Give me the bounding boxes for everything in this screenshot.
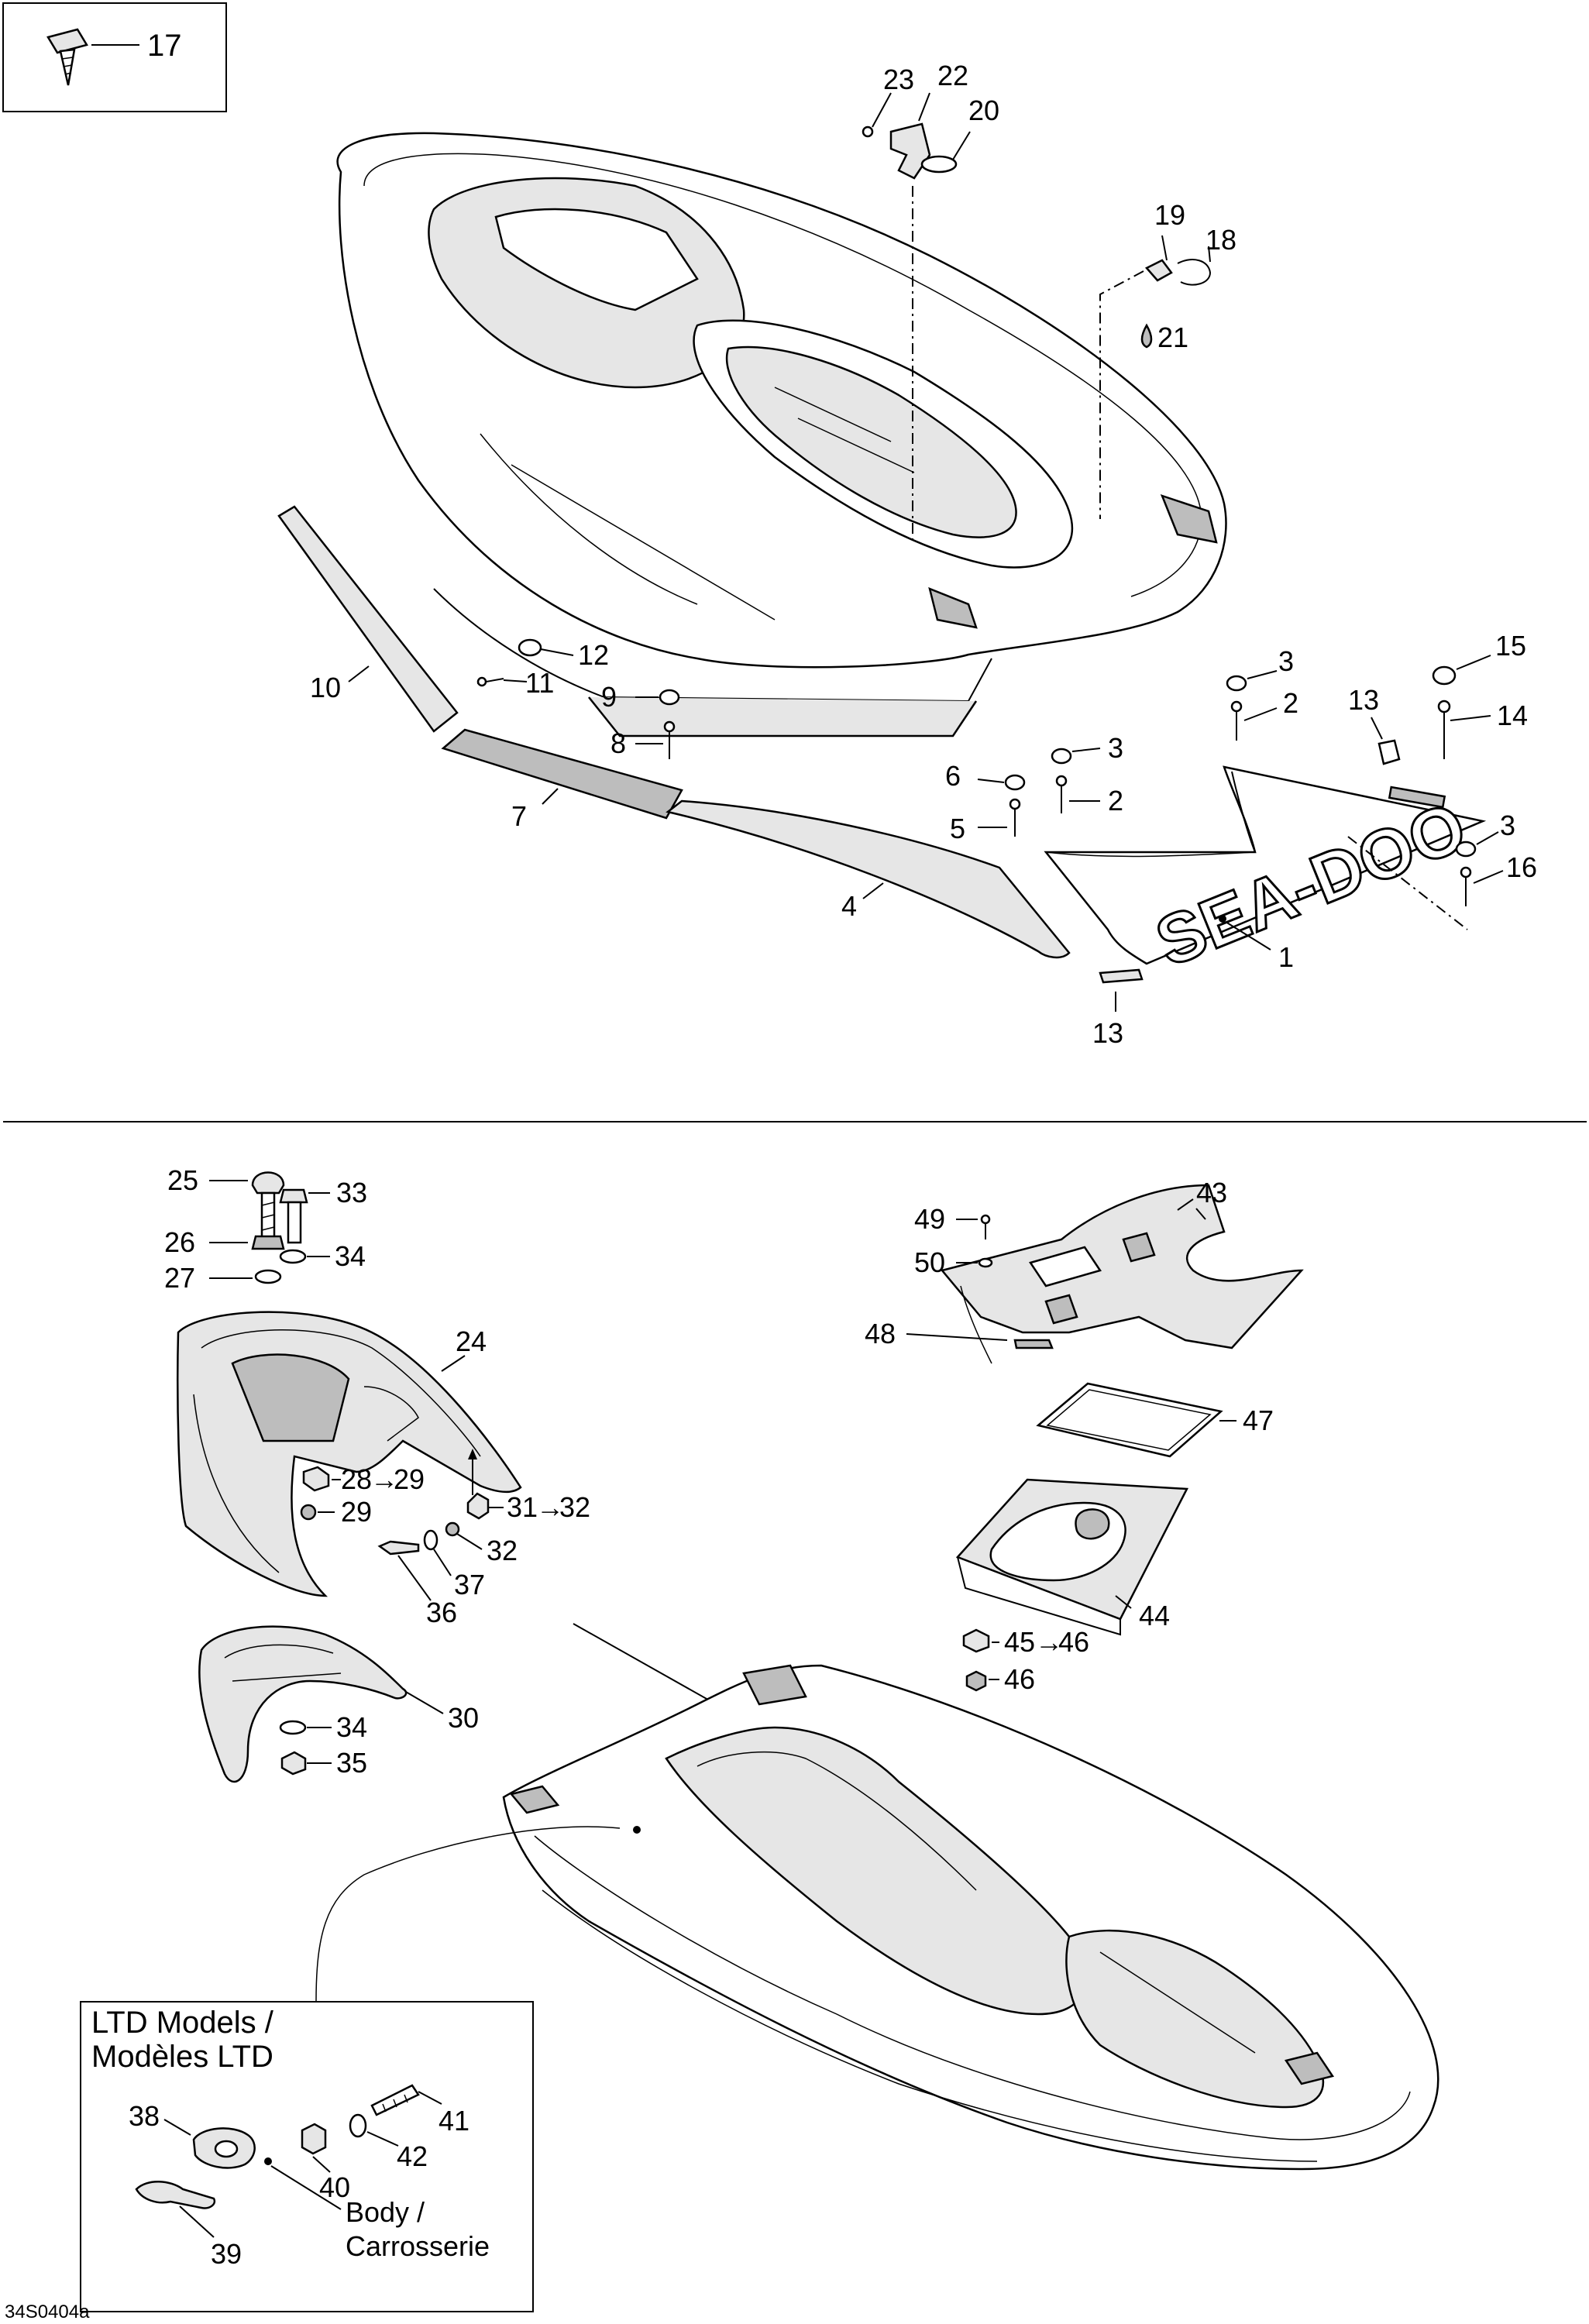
- bracket-group-20-23: 23 22 20: [862, 60, 999, 542]
- callout-30: 30: [448, 1702, 479, 1734]
- callout-2-right: 2: [1283, 687, 1298, 719]
- push-rivet-2-3-right: 3 2: [1226, 645, 1298, 741]
- hull-top-view: [336, 132, 1227, 737]
- callout-29-ref: 29: [394, 1463, 425, 1495]
- rubber-bumper-13-lower: 13: [1092, 968, 1144, 1049]
- callout-17: 17: [147, 29, 182, 63]
- callout-27: 27: [164, 1262, 195, 1294]
- inset-body-line2: Carrosserie: [346, 2230, 490, 2262]
- storage-bin-44: 44: [955, 1478, 1188, 1636]
- screw-legend-box: 17: [2, 2, 227, 112]
- push-rivet-2-3-mid: 3 2: [1051, 732, 1123, 816]
- arrow-28-29: →: [370, 1463, 398, 1495]
- ltd-models-inset: LTD Models / Modèles LTD 38 39 Body / Ca…: [80, 2001, 534, 2312]
- gasket-47: 47: [1036, 1382, 1274, 1458]
- inset-body-line1: Body /: [346, 2196, 425, 2228]
- callout-49: 49: [914, 1203, 945, 1235]
- callout-13-upper: 13: [1348, 684, 1379, 716]
- clip-group-18-21: 19 18 21: [1099, 199, 1236, 519]
- callout-46-ref: 46: [1058, 1626, 1089, 1658]
- callout-21: 21: [1157, 321, 1188, 353]
- callout-41: 41: [439, 2105, 469, 2137]
- callout-9: 9: [601, 681, 617, 713]
- callout-20: 20: [968, 95, 999, 126]
- callout-4: 4: [841, 890, 857, 922]
- hull-front-view: [315, 1664, 1439, 2171]
- push-rivet-14-15: 15 14: [1432, 630, 1528, 759]
- callout-3-right: 3: [1278, 645, 1294, 677]
- callout-11: 11: [525, 667, 554, 699]
- callout-38: 38: [129, 2100, 160, 2132]
- callout-16: 16: [1506, 851, 1537, 883]
- washer-34-nut-35: 34 35: [279, 1711, 367, 1779]
- callout-8: 8: [610, 727, 626, 759]
- nut-28-29: 28 → 29 29: [300, 1463, 425, 1528]
- callout-32-ref: 32: [559, 1491, 590, 1523]
- callout-42: 42: [397, 2140, 428, 2172]
- rubber-bumper-13-upper: 13: [1348, 684, 1401, 765]
- callout-7: 7: [511, 800, 527, 832]
- callout-36: 36: [426, 1597, 457, 1628]
- callout-12: 12: [578, 639, 609, 671]
- push-rivet-8-9: 9 8: [601, 681, 680, 759]
- arrow-31-32: →: [536, 1491, 564, 1523]
- bolt-33-washer-34: 33 34: [279, 1177, 367, 1272]
- callout-15: 15: [1495, 630, 1526, 662]
- foot-pad-7: 7: [441, 728, 683, 832]
- handle-bracket-30: 30: [198, 1625, 479, 1783]
- callout-29: 29: [341, 1496, 372, 1528]
- callout-37: 37: [454, 1569, 485, 1600]
- callout-10: 10: [310, 672, 341, 703]
- document-code: 34S0404a: [5, 2302, 90, 2322]
- callout-50: 50: [914, 1246, 945, 1278]
- callout-40: 40: [319, 2171, 350, 2203]
- callout-28: 28: [341, 1463, 372, 1495]
- push-rivet-5-6: 6 5: [945, 760, 1026, 844]
- callout-25: 25: [167, 1164, 198, 1196]
- side-strip-10: 10: [277, 505, 459, 733]
- callout-45: 45: [1004, 1626, 1035, 1658]
- callout-13-lower: 13: [1092, 1017, 1123, 1049]
- callout-47: 47: [1243, 1404, 1274, 1436]
- callout-24: 24: [456, 1325, 487, 1357]
- callout-43: 43: [1196, 1177, 1227, 1208]
- nut-45-46: 45 → 46 46: [962, 1626, 1089, 1695]
- foot-pad-4: 4: [666, 799, 1071, 959]
- callout-33: 33: [336, 1177, 367, 1208]
- callout-22: 22: [937, 60, 968, 91]
- callout-2-mid: 2: [1108, 785, 1123, 816]
- arrow-45-46: →: [1035, 1626, 1063, 1658]
- storage-tray-43: 49 50 43 48: [865, 1177, 1304, 1364]
- screw-icon: [46, 28, 88, 86]
- callout-26: 26: [164, 1226, 195, 1258]
- push-rivet-3-16: 3 16: [1455, 810, 1537, 906]
- fastener-group-31-37: 31 → 32 32 37 36: [377, 1449, 590, 1628]
- callout-44: 44: [1139, 1600, 1170, 1631]
- handle-shroud-24: 24: [177, 1311, 522, 1597]
- callout-35: 35: [336, 1747, 367, 1779]
- callout-3-mid: 3: [1108, 732, 1123, 764]
- callout-32: 32: [487, 1535, 518, 1566]
- callout-23: 23: [883, 64, 914, 95]
- inset-title-line2: Modèles LTD: [91, 2040, 273, 2074]
- bolt-stack-25-27: 25 26 27: [164, 1164, 285, 1294]
- callout-6: 6: [945, 760, 961, 792]
- callout-34-upper: 34: [335, 1240, 366, 1272]
- callout-31: 31: [507, 1491, 538, 1523]
- callout-39: 39: [211, 2238, 242, 2270]
- callout-3-far: 3: [1500, 810, 1515, 841]
- fastener-group-11-12: 12 11: [476, 638, 609, 699]
- inset-title-line1: LTD Models /: [91, 2006, 274, 2040]
- callout-48: 48: [865, 1318, 896, 1349]
- callout-46: 46: [1004, 1663, 1035, 1695]
- callout-34-lower: 34: [336, 1711, 367, 1743]
- callout-14: 14: [1497, 700, 1528, 731]
- callout-19: 19: [1154, 199, 1185, 231]
- callout-18: 18: [1206, 224, 1236, 256]
- callout-1: 1: [1278, 941, 1294, 973]
- callout-5: 5: [950, 813, 965, 844]
